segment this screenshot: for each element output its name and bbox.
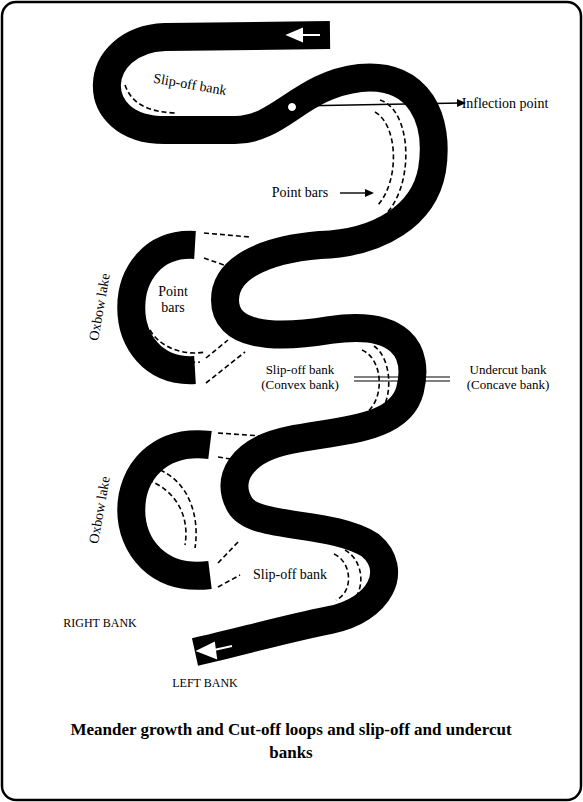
river-channel — [107, 35, 434, 652]
point-bar-lines — [118, 85, 406, 606]
bank-side-label: LEFT BANK — [172, 677, 237, 691]
bank-label: Undercut bank (Concave bank) — [455, 363, 561, 393]
bank-side-label: RIGHT BANK — [63, 617, 136, 631]
bank-label: Slip-off bank (Convex bank) — [245, 363, 355, 393]
flow-arrow — [198, 29, 320, 658]
bank-label: Slip-off bank — [253, 567, 327, 583]
feature-label: Point bars — [272, 185, 328, 201]
oxbow-lake — [131, 444, 210, 576]
leader-arrowhead — [365, 189, 374, 197]
oxbow-lake — [131, 245, 195, 370]
leader-line — [296, 103, 461, 106]
leader-line — [340, 192, 368, 193]
feature-label: Point bars — [150, 284, 196, 316]
inflection-dot — [289, 104, 296, 111]
caption: Meander growth and Cut-off loops and sli… — [51, 719, 531, 765]
feature-label: Inflection point — [459, 96, 551, 112]
leader-line — [354, 376, 450, 377]
leader-line — [354, 380, 450, 381]
